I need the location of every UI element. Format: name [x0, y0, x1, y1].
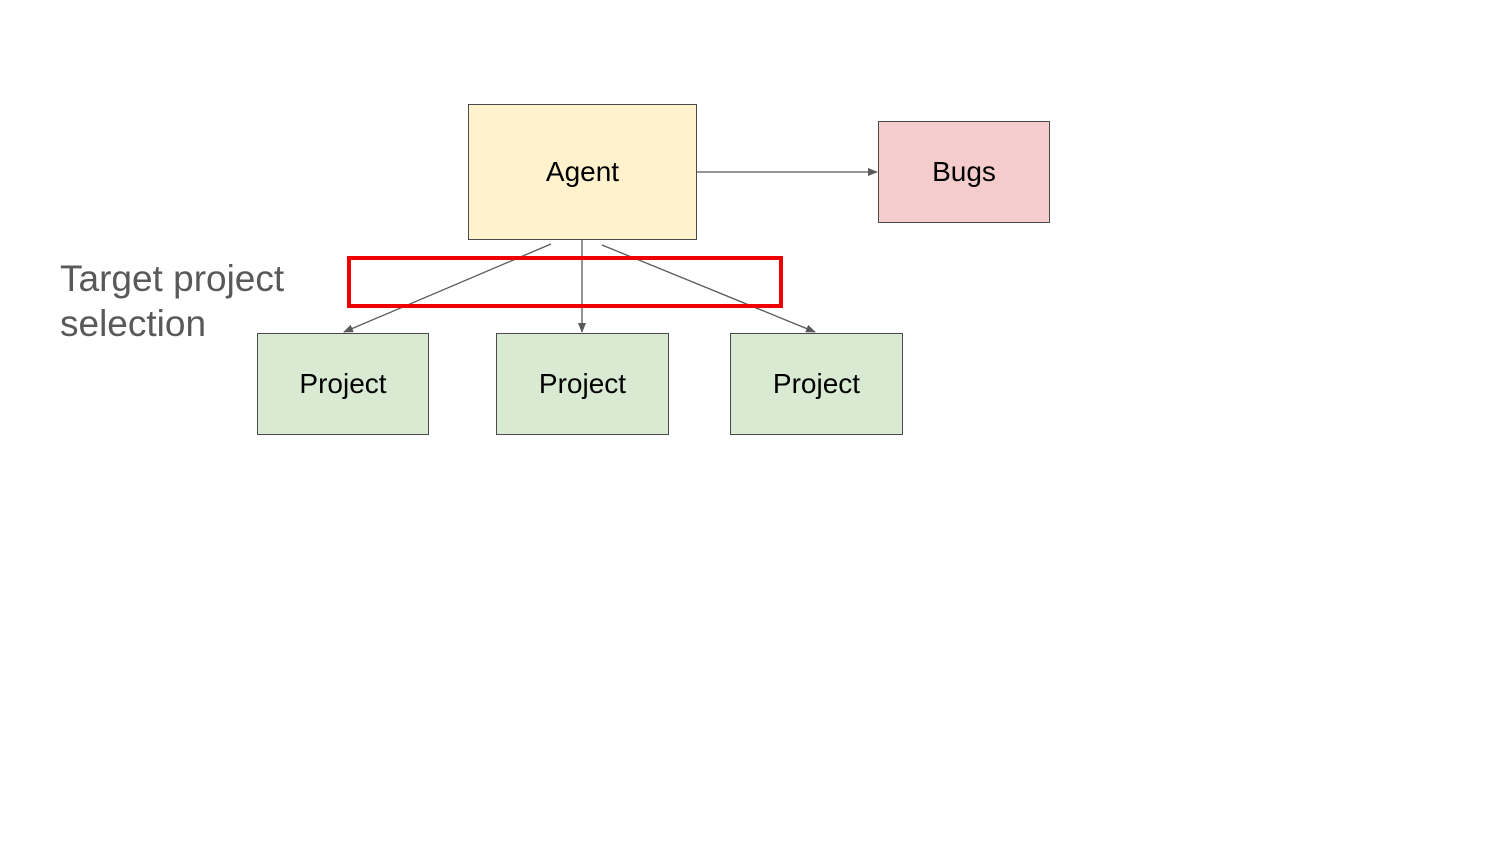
- project-node-label: Project: [538, 368, 627, 399]
- project-node-1[interactable]: Project: [257, 333, 429, 435]
- target-project-selection-label: Target project selection: [60, 256, 320, 346]
- arrow-agent-to-project-1: [343, 243, 552, 333]
- annotation-line-2: selection: [60, 303, 207, 344]
- arrow-agent-to-project-3: [601, 244, 816, 333]
- highlight-box: [347, 256, 783, 308]
- annotation-line-1: Target project: [60, 258, 285, 299]
- bugs-node[interactable]: Bugs: [878, 121, 1050, 223]
- project-node-2[interactable]: Project: [496, 333, 669, 435]
- project-node-label: Project: [299, 368, 387, 399]
- agent-node-label: Agent: [545, 156, 620, 187]
- agent-node[interactable]: Agent: [468, 104, 697, 240]
- project-node-3[interactable]: Project: [730, 333, 903, 435]
- bugs-node-label: Bugs: [932, 156, 996, 187]
- project-node-label: Project: [772, 368, 861, 399]
